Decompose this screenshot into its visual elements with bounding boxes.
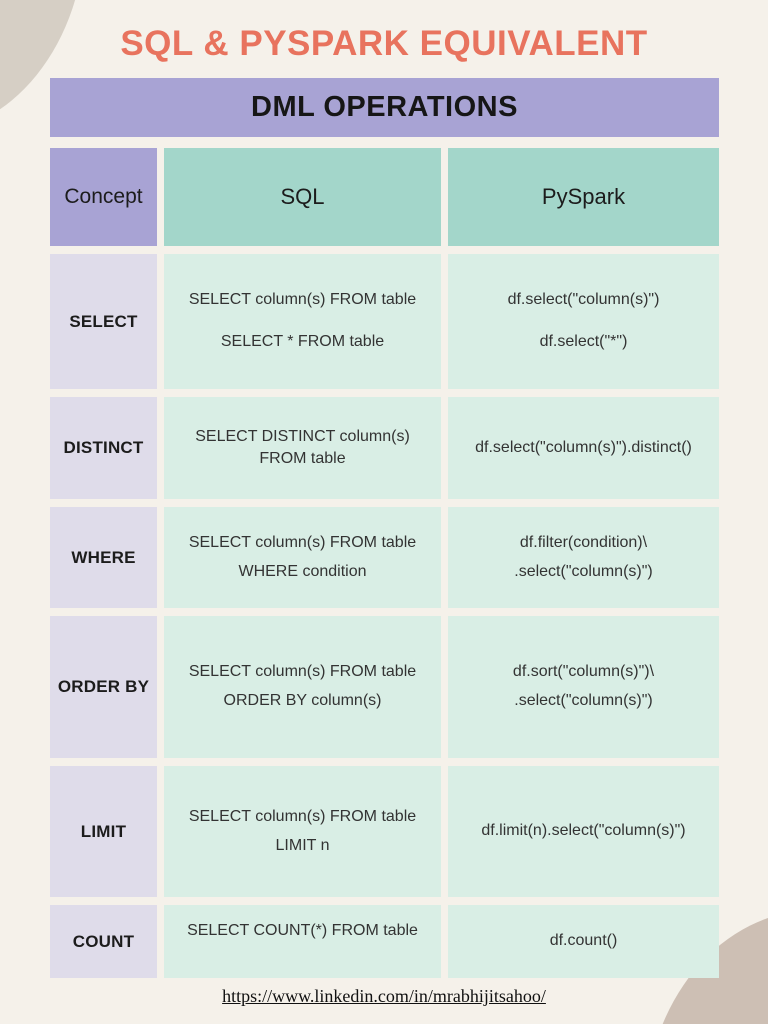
sql-where-line-1: SELECT column(s) FROM table	[188, 533, 417, 551]
sql-distinct-line-1: SELECT DISTINCT column(s) FROM table	[195, 427, 410, 467]
sql-count-line-1: SELECT COUNT(*) FROM table	[187, 922, 418, 939]
sql-order-by-line-1: SELECT column(s) FROM table	[188, 663, 417, 681]
pyspark-count-line-1: df.count()	[549, 932, 618, 950]
pyspark-order-by-line-1: df.sort("column(s)")\	[512, 663, 655, 681]
concept-count: COUNT	[50, 905, 157, 978]
pyspark-where-line-2: .select("column(s)")	[514, 562, 653, 580]
sql-select-line-1: SELECT column(s) FROM table	[188, 290, 417, 308]
pyspark-count: df.count()	[448, 905, 719, 978]
pyspark-distinct: df.select("column(s)").distinct()	[448, 397, 719, 499]
concept-order-by: ORDER BY	[50, 616, 157, 758]
sql-select: SELECT column(s) FROM table SELECT * FRO…	[164, 254, 441, 389]
concept-select: SELECT	[50, 254, 157, 389]
concept-limit: LIMIT	[50, 766, 157, 897]
pyspark-order-by-line-2: .select("column(s)")	[514, 692, 653, 709]
sql-limit: SELECT column(s) FROM table LIMIT n	[164, 766, 441, 897]
header-pyspark: PySpark	[448, 148, 719, 246]
pyspark-order-by: df.sort("column(s)")\ .select("column(s)…	[448, 616, 719, 758]
pyspark-limit-line-1: df.limit(n).select("column(s)")	[481, 822, 686, 840]
pyspark-select-line-1: df.select("column(s)")	[507, 290, 660, 308]
concept-where: WHERE	[50, 507, 157, 608]
footer: https://www.linkedin.com/in/mrabhijitsah…	[0, 986, 768, 1007]
header-sql: SQL	[164, 148, 441, 246]
pyspark-limit: df.limit(n).select("column(s)")	[448, 766, 719, 897]
pyspark-where-line-1: df.filter(condition)\	[519, 533, 648, 551]
linkedin-link[interactable]: https://www.linkedin.com/in/mrabhijitsah…	[222, 986, 546, 1006]
sql-select-line-2: SELECT * FROM table	[220, 333, 385, 351]
comparison-table: Concept SQL PySpark SELECT SELECT column…	[50, 148, 719, 978]
sql-where-line-2: WHERE condition	[238, 562, 367, 580]
section-banner-label: DML OPERATIONS	[251, 91, 518, 123]
header-concept: Concept	[50, 148, 157, 246]
concept-distinct: DISTINCT	[50, 397, 157, 499]
pyspark-select: df.select("column(s)") df.select("*")	[448, 254, 719, 389]
sql-order-by-line-2: ORDER BY column(s)	[223, 692, 382, 709]
page-title: SQL & PYSPARK EQUIVALENT	[120, 24, 648, 63]
sql-order-by: SELECT column(s) FROM table ORDER BY col…	[164, 616, 441, 758]
sql-count: SELECT COUNT(*) FROM table	[164, 905, 441, 978]
section-banner: DML OPERATIONS	[50, 78, 719, 137]
pyspark-select-line-2: df.select("*")	[539, 333, 628, 351]
sql-where: SELECT column(s) FROM table WHERE condit…	[164, 507, 441, 608]
pyspark-where: df.filter(condition)\ .select("column(s)…	[448, 507, 719, 608]
sql-limit-line-1: SELECT column(s) FROM table LIMIT n	[188, 807, 417, 854]
sql-distinct: SELECT DISTINCT column(s) FROM table	[164, 397, 441, 499]
pyspark-distinct-line-1: df.select("column(s)").distinct()	[475, 438, 692, 456]
